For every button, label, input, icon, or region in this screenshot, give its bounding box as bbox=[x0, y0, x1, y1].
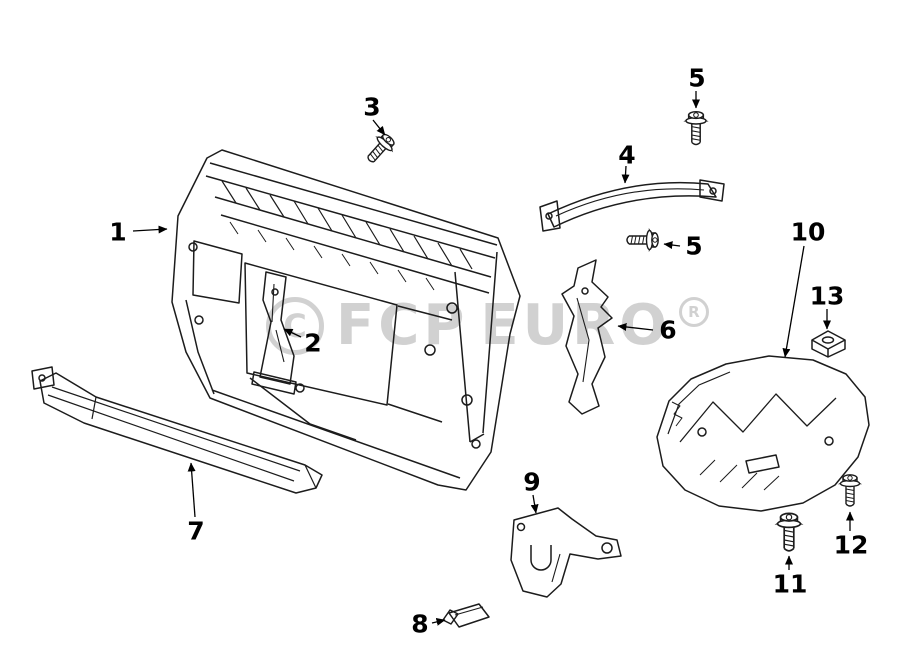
callout-label-7: 7 bbox=[187, 516, 205, 546]
part-4-upper-brace-drawing bbox=[539, 179, 725, 232]
part-8-sensor-drawing bbox=[442, 603, 490, 628]
callout-label-1: 1 bbox=[109, 217, 127, 247]
callout-label-12: 12 bbox=[833, 530, 869, 560]
part-12-screw-drawing bbox=[839, 474, 861, 507]
callout-label-8: 8 bbox=[411, 609, 429, 639]
callout-label-13: 13 bbox=[809, 281, 845, 311]
part-2-center-bracket-drawing bbox=[251, 271, 297, 395]
part-11-bolt-drawing bbox=[776, 512, 802, 552]
part-5-upper-bolt-drawing bbox=[685, 110, 707, 146]
part-13-nut-drawing bbox=[811, 330, 846, 358]
part-10-splash-shield-drawing bbox=[656, 355, 870, 512]
part-1-radiator-support-drawing bbox=[171, 149, 521, 491]
callout-label-2: 2 bbox=[304, 328, 322, 358]
callout-label-11: 11 bbox=[772, 569, 808, 599]
callout-label-4: 4 bbox=[618, 140, 636, 170]
part-7-air-deflector-drawing bbox=[31, 366, 323, 494]
part-3-bolt-drawing bbox=[361, 130, 399, 168]
callout-label-5a: 5 bbox=[688, 63, 706, 93]
part-6-side-bracket-drawing bbox=[561, 259, 613, 415]
callout-label-9: 9 bbox=[523, 467, 541, 497]
callout-label-10: 10 bbox=[790, 217, 826, 247]
leader-lines bbox=[132, 91, 854, 626]
part-9-mount-bracket-drawing bbox=[510, 507, 622, 598]
watermark-registered-icon: R bbox=[678, 297, 709, 327]
part-5-side-bolt-drawing bbox=[626, 229, 659, 251]
callout-label-5b: 5 bbox=[685, 231, 703, 261]
callout-label-6: 6 bbox=[659, 315, 677, 345]
callout-label-3: 3 bbox=[363, 92, 381, 122]
